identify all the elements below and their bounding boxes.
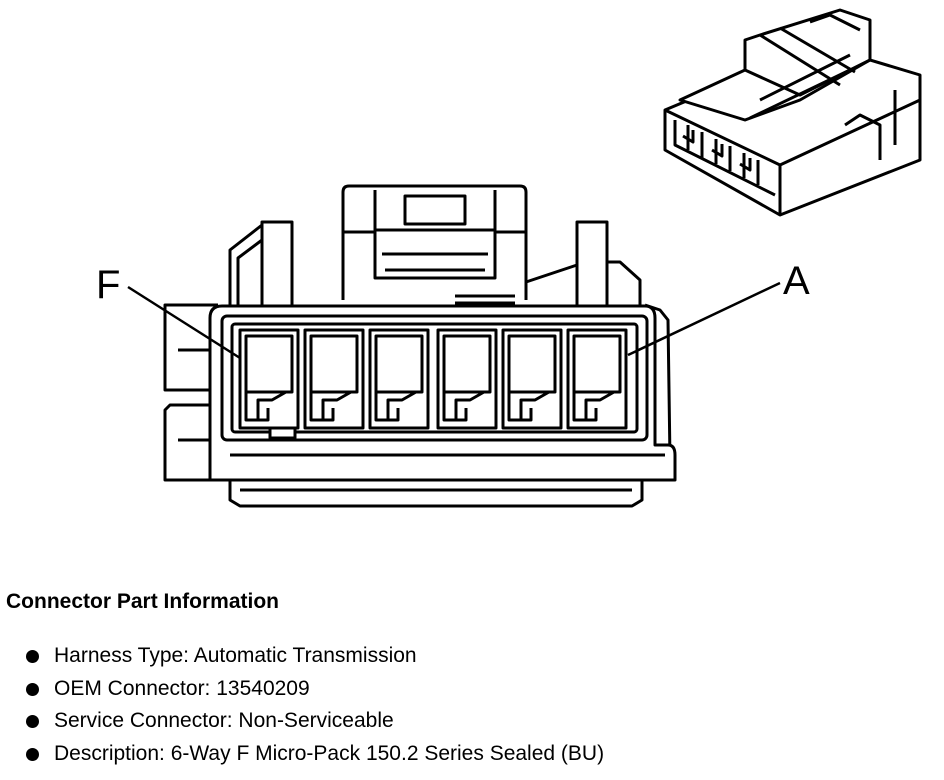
info-item-text: Harness Type: Automatic Transmission (54, 644, 417, 667)
pin-label-a: A (783, 259, 810, 303)
cavity-b (501, 328, 563, 430)
connector-part-info: Connector Part Information Harness Type:… (6, 590, 936, 770)
pin-label-f: F (96, 263, 120, 307)
info-item-description: Description: 6-Way F Micro-Pack 150.2 Se… (6, 738, 936, 771)
info-item-service-connector: Service Connector: Non-Serviceable (6, 705, 936, 738)
info-item-text: Description: 6-Way F Micro-Pack 150.2 Se… (54, 741, 605, 765)
bullet-icon (26, 747, 39, 761)
terminal-cavities (238, 328, 628, 430)
cavity-f (238, 328, 300, 430)
connector-isometric-view (663, 8, 922, 217)
cavity-d (368, 328, 430, 430)
info-title: Connector Part Information (6, 590, 280, 613)
cavity-a (566, 328, 628, 430)
cavity-c (436, 328, 498, 430)
info-item-text: OEM Connector: 13540209 (54, 676, 310, 700)
bullet-icon (26, 715, 39, 728)
bullet-icon (26, 650, 39, 663)
leader-line-f (127, 285, 241, 360)
leader-line-a (627, 281, 781, 357)
info-item-text: Service Connector: Non-Serviceable (54, 709, 394, 732)
connector-diagram: F A (96, 8, 922, 508)
cavity-e (303, 328, 365, 430)
info-item-harness-type: Harness Type: Automatic Transmission (6, 640, 936, 673)
info-list: Harness Type: Automatic Transmission OEM… (6, 640, 936, 770)
bullet-icon (26, 682, 39, 696)
info-item-oem-connector: OEM Connector: 13540209 (6, 673, 936, 706)
